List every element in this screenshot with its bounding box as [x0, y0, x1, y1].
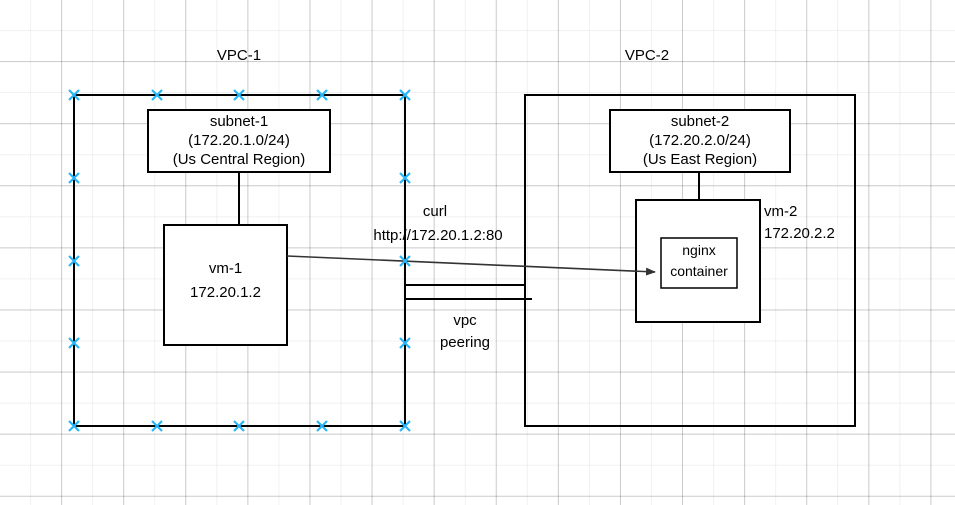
handle-left-lower[interactable] [68, 337, 80, 349]
vm2-ip: 172.20.2.2 [764, 225, 835, 242]
vpc2-title: VPC-2 [624, 47, 670, 64]
subnet1-name: subnet-1 [209, 113, 269, 130]
handle-bottom-center[interactable] [233, 420, 245, 432]
subnet1-cidr: (172.20.1.0/24) [188, 132, 290, 149]
handle-right-lower[interactable] [399, 337, 411, 349]
handle-top-center-left[interactable] [151, 89, 163, 101]
handle-top-left[interactable] [68, 89, 80, 101]
subnet1-region: (Us Central Region) [172, 151, 306, 168]
handle-top-center-right[interactable] [316, 89, 328, 101]
curl-request-arrow[interactable] [286, 255, 656, 276]
handle-bottom-center-left[interactable] [151, 420, 163, 432]
handle-bottom-right[interactable] [399, 420, 411, 432]
handle-right-upper[interactable] [399, 172, 411, 184]
handle-top-center[interactable] [233, 89, 245, 101]
subnet2-region: (Us East Region) [642, 151, 758, 168]
curl-url-label: http://172.20.1.2:80 [373, 227, 503, 244]
vpc-peering-label-line2: peering [439, 334, 491, 351]
vpc1-title: VPC-1 [216, 47, 262, 64]
vm1-ip: 172.20.1.2 [190, 284, 261, 301]
handle-right-middle[interactable] [399, 255, 411, 267]
subnet2-name: subnet-2 [670, 113, 730, 130]
vm1-name: vm-1 [208, 260, 243, 277]
vpc-peering-label-line1: vpc [453, 312, 477, 329]
vm2-name: vm-2 [764, 203, 798, 220]
nginx-container-name: nginx [682, 242, 716, 258]
subnet2-cidr: (172.20.2.0/24) [649, 132, 751, 149]
handle-bottom-left[interactable] [68, 420, 80, 432]
nginx-container-type: container [670, 263, 728, 279]
vm2-box[interactable] [635, 199, 761, 323]
handle-left-upper[interactable] [68, 172, 80, 184]
curl-command-label: curl [422, 203, 448, 220]
handle-left-middle[interactable] [68, 255, 80, 267]
handle-top-right[interactable] [399, 89, 411, 101]
handle-bottom-center-right[interactable] [316, 420, 328, 432]
